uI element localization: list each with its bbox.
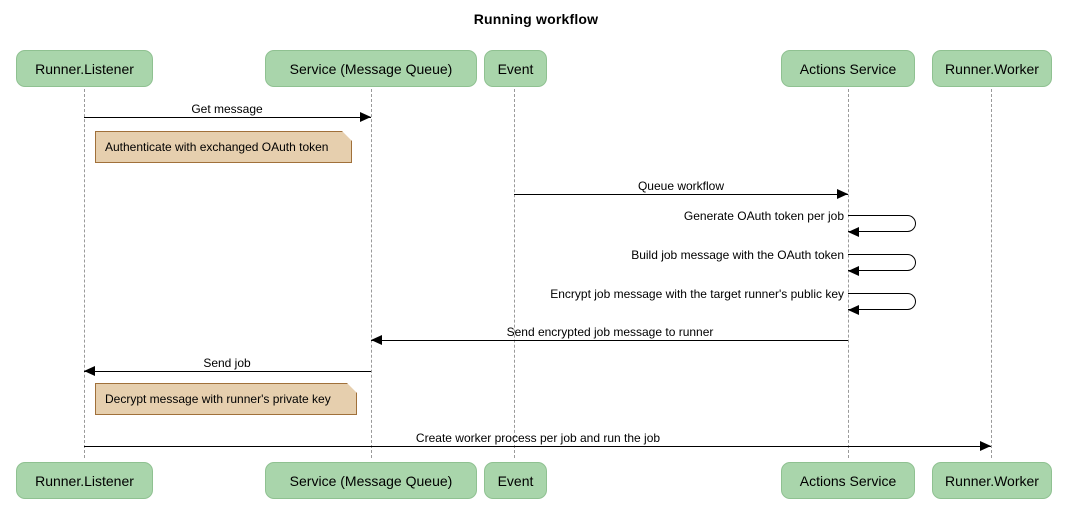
message-label-build-job-message: Build job message with the OAuth token [631, 248, 844, 262]
arrowhead-right-icon [837, 189, 848, 199]
participant-service-message-queue-bottom[interactable]: Service (Message Queue) [265, 462, 477, 499]
note-fold-icon [342, 131, 352, 141]
participant-runner-worker-bottom[interactable]: Runner.Worker [932, 462, 1052, 499]
message-line-send-encrypted-job-message [371, 340, 848, 341]
message-label-get-message: Get message [191, 102, 263, 116]
participant-label: Actions Service [799, 60, 897, 77]
message-label-queue-workflow: Queue workflow [637, 179, 725, 193]
arrowhead-left-icon [848, 227, 859, 237]
note-decrypt-private-key: Decrypt message with runner's private ke… [95, 383, 357, 415]
message-label-send-job: Send job [203, 356, 251, 370]
note-label: Authenticate with exchanged OAuth token [105, 140, 329, 154]
message-label-create-worker-process: Create worker process per job and run th… [415, 431, 661, 445]
message-label-send-encrypted-job-message: Send encrypted job message to runner [506, 325, 714, 339]
arrowhead-left-icon [848, 305, 859, 315]
participant-label: Runner.Listener [35, 60, 134, 77]
participant-service-message-queue-top[interactable]: Service (Message Queue) [265, 50, 477, 87]
message-line-queue-workflow [514, 194, 848, 195]
page-title: Running workflow [473, 11, 599, 27]
participant-label: Event [497, 472, 534, 489]
arrowhead-right-icon [980, 441, 991, 451]
message-label-generate-oauth-token: Generate OAuth token per job [683, 209, 844, 223]
note-fold-icon [347, 383, 357, 393]
message-line-get-message [84, 117, 371, 118]
message-line-send-job [84, 371, 371, 372]
arrowhead-left-icon [848, 266, 859, 276]
participant-event-bottom[interactable]: Event [484, 462, 547, 499]
lifeline-runner-listener [84, 89, 85, 458]
arrowhead-right-icon [360, 112, 371, 122]
participant-label: Service (Message Queue) [289, 60, 453, 77]
participant-label: Service (Message Queue) [289, 472, 453, 489]
lifeline-event [514, 89, 515, 458]
selfloop-line-build-job-message [848, 254, 916, 271]
message-line-create-worker-process [84, 446, 991, 447]
arrowhead-left-icon [84, 366, 95, 376]
participant-label: Runner.Listener [35, 472, 134, 489]
participant-label: Runner.Worker [945, 60, 1039, 77]
participant-actions-service-top[interactable]: Actions Service [781, 50, 915, 87]
participant-label: Actions Service [799, 472, 897, 489]
arrowhead-left-icon [371, 335, 382, 345]
selfloop-line-generate-oauth-token [848, 215, 916, 232]
participant-runner-listener-bottom[interactable]: Runner.Listener [16, 462, 153, 499]
lifeline-service-message-queue [371, 89, 372, 458]
participant-runner-worker-top[interactable]: Runner.Worker [932, 50, 1052, 87]
lifeline-runner-worker [991, 89, 992, 458]
participant-runner-listener-top[interactable]: Runner.Listener [16, 50, 153, 87]
participant-label: Runner.Worker [945, 472, 1039, 489]
participant-event-top[interactable]: Event [484, 50, 547, 87]
selfloop-line-encrypt-job-message [848, 293, 916, 310]
message-label-encrypt-job-message: Encrypt job message with the target runn… [550, 287, 844, 301]
participant-actions-service-bottom[interactable]: Actions Service [781, 462, 915, 499]
note-label: Decrypt message with runner's private ke… [105, 392, 331, 406]
participant-label: Event [497, 60, 534, 77]
note-authenticate-oauth: Authenticate with exchanged OAuth token [95, 131, 352, 163]
